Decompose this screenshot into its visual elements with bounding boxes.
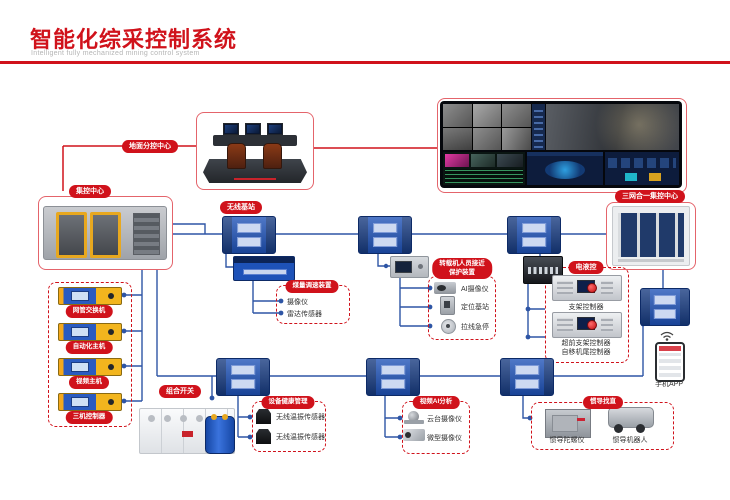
- cam-tile: [471, 154, 495, 167]
- machine-rack: [133, 213, 160, 255]
- loader-item-ai-camera: AI摄像仪: [461, 286, 489, 293]
- waveform-tile: [445, 169, 523, 183]
- central-control-machine-image: [43, 202, 167, 262]
- machine-door: [56, 212, 87, 258]
- header-rule: [0, 61, 730, 64]
- console-monitor: [267, 123, 283, 135]
- coal-speed-item-camera: 摄像仪: [287, 299, 308, 306]
- video-wall-data-strip: [532, 104, 545, 150]
- equipment-health-group: [252, 401, 326, 452]
- video-wall-status-pane: [605, 152, 679, 185]
- junction-box-inertial: [500, 358, 554, 396]
- label-hydraulic-title: 电液控: [568, 261, 604, 274]
- hydraulic-network-switch-device: [523, 256, 563, 284]
- video-wall-thermal-pane: [443, 152, 525, 185]
- inertial-item-gyroscope: 惯导陀螺仪: [549, 437, 585, 444]
- video-wall-dashboard-pane: [527, 152, 603, 185]
- label-tri-network-center: 三网合一集控中心: [615, 190, 685, 203]
- page-subtitle: Intelligent fully mechanized mining cont…: [31, 50, 200, 57]
- label-loader-protection-title: 转载机人员接近 保护装置: [432, 258, 492, 279]
- junction-dots: [121, 263, 646, 440]
- console-platform: [203, 159, 307, 183]
- label-equipment-health-title: 设备健康管理: [261, 396, 315, 409]
- support-controller-image: [552, 275, 622, 301]
- label-inertial-nav-title: 惯导找直: [583, 396, 623, 409]
- loader-title-line1: 转载机人员接近: [439, 260, 485, 267]
- three-machine-controller-device: [58, 393, 122, 411]
- wifi-icon: [660, 331, 674, 341]
- video-wall-image: [440, 101, 682, 188]
- control-console-image: [201, 117, 309, 185]
- gyroscope-image: [545, 409, 591, 438]
- junction-box-far-right: [640, 288, 690, 326]
- hydraulic-item-tail-controller: 自移机尾控制器: [561, 349, 611, 356]
- ground-control-box: [196, 112, 314, 190]
- thermal-tile: [445, 154, 469, 167]
- positioning-base-image: [440, 296, 455, 315]
- machine-door: [90, 212, 121, 258]
- vibration-sensor-image: [256, 409, 271, 424]
- wireless-base-station-device: [222, 216, 276, 254]
- console-monitor: [245, 123, 261, 135]
- console-chair: [263, 143, 282, 169]
- label-ground-sub-center: 地面分控中心: [122, 140, 178, 153]
- label-three-machine-controller: 三机控制器: [65, 411, 113, 424]
- label-combo-switch: 组合开关: [159, 385, 201, 398]
- label-wireless-base-station: 无线基站: [220, 201, 262, 214]
- label-automation-host: 自动化主机: [65, 341, 113, 354]
- video-host-device: [58, 358, 122, 376]
- label-phone-app: 手机APP: [654, 381, 684, 388]
- junction-box-health: [216, 358, 270, 396]
- combo-cylinder: [205, 414, 235, 454]
- combo-switch-machine-image: [139, 398, 235, 456]
- loader-title-line2: 保护装置: [449, 268, 475, 276]
- console-monitor: [223, 123, 239, 135]
- video-ai-item-ptz-camera: 云台摄像仪: [427, 416, 462, 423]
- vibration-sensor-image: [256, 429, 271, 444]
- mini-camera-image: [403, 429, 425, 441]
- video-wall-camera-grid: [443, 104, 531, 150]
- robot-image: [608, 407, 654, 433]
- video-ai-item-mini-camera: 微型摄像仪: [427, 435, 462, 442]
- hydraulic-item-support-controller: 支架控制器: [568, 304, 604, 311]
- ai-camera-image: [434, 282, 456, 294]
- loader-item-pull-stop: 拉线急停: [461, 324, 489, 331]
- cam-tile: [497, 154, 523, 167]
- automation-host-device: [58, 323, 122, 341]
- label-coal-speed-title: 煤量调速装置: [285, 280, 339, 293]
- loader-item-positioning-base: 定位基站: [461, 304, 489, 311]
- loader-protection-host-device: [390, 256, 429, 278]
- label-central-control: 集控中心: [69, 185, 111, 198]
- hydraulic-item-advance-controller: 超前支架控制器: [561, 340, 611, 347]
- label-video-host: 视频主机: [69, 376, 109, 389]
- pull-stop-image: [441, 319, 456, 334]
- left-device-group: [48, 282, 132, 427]
- advance-controller-image: [552, 312, 622, 338]
- health-item-sensor-1: 无线温振传感器: [276, 414, 325, 421]
- video-ai-group: [402, 401, 470, 454]
- coal-speed-item-radar: 雷达传感器: [287, 311, 322, 318]
- label-network-switch: 网管交换机: [65, 305, 113, 318]
- console-chair: [227, 143, 246, 169]
- inertial-item-robot: 惯导机器人: [612, 437, 648, 444]
- junction-box-right: [507, 216, 561, 254]
- junction-box-video-ai: [366, 358, 420, 396]
- phone-image: [655, 342, 685, 382]
- health-item-sensor-2: 无线温振传感器: [276, 434, 325, 441]
- console-desk: [213, 135, 297, 146]
- page-title: 智能化综采控制系统: [30, 27, 238, 52]
- label-video-ai-title: 视频AI分析: [412, 396, 460, 409]
- coal-speed-host-device: [233, 256, 295, 281]
- tri-network-cabinet-image: [612, 206, 690, 266]
- ptz-camera-image: [404, 411, 424, 424]
- network-switch-device: [58, 287, 122, 305]
- video-wall-tunnel-view: [546, 104, 679, 150]
- junction-box-mid: [358, 216, 412, 254]
